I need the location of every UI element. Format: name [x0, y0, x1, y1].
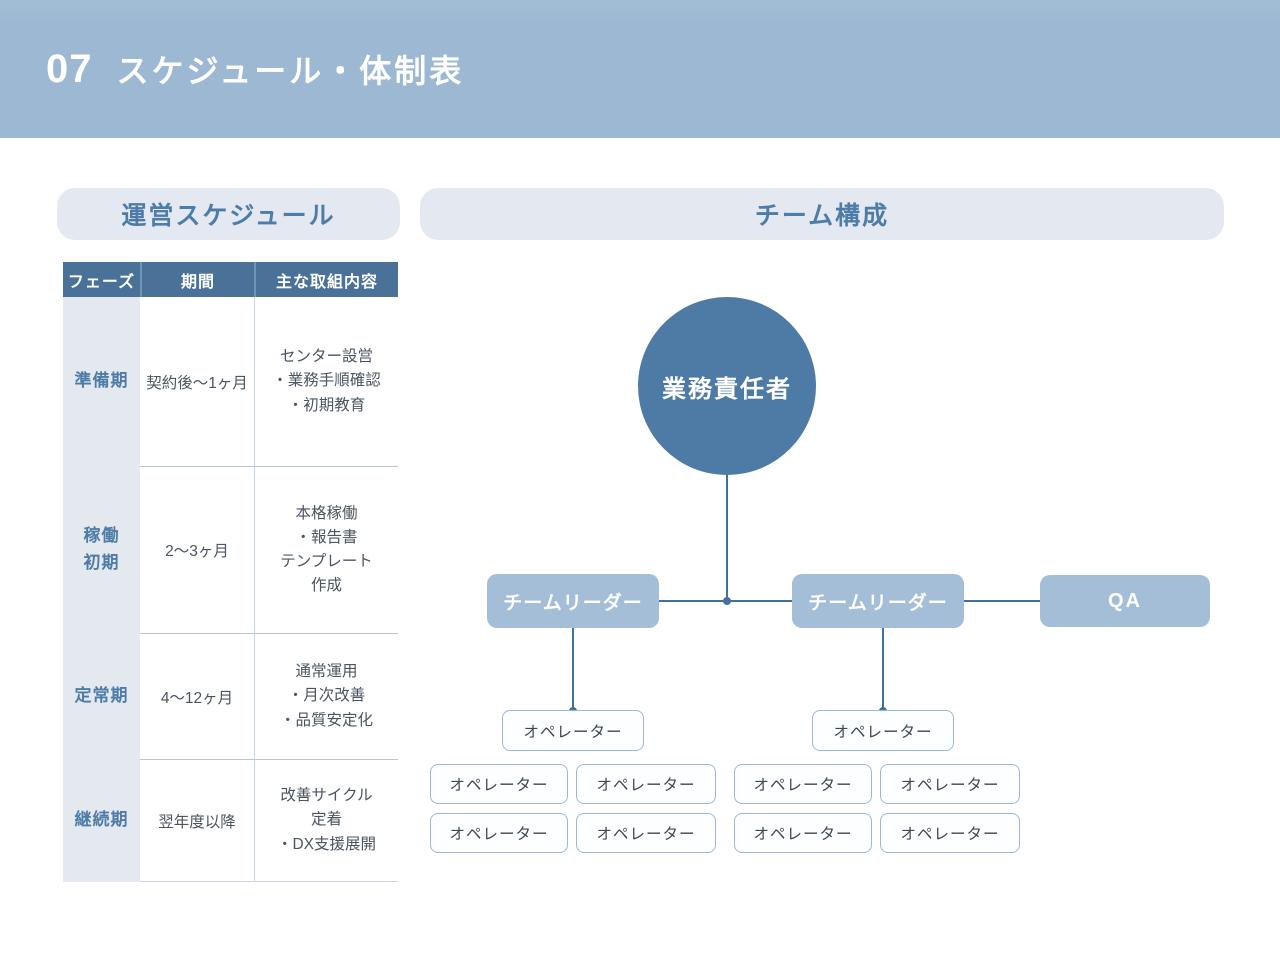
table-row-early-operation: 稼働 初期 2〜3ヶ月 本格稼働 ・報告書 テンプレート 作成 — [63, 466, 398, 633]
org-node-operator: オペレーター — [734, 764, 872, 804]
period-cell: 契約後〜1ヶ月 — [146, 374, 248, 392]
table-row-steady-state: 定常期 4〜12ヶ月 通常運用 ・月次改善 ・品質安定化 — [63, 633, 398, 759]
org-node-operator: オペレーター — [880, 813, 1020, 853]
org-node-operator: オペレーター — [880, 764, 1020, 804]
team-section-heading-label: チーム構成 — [754, 202, 890, 230]
org-node-operator: オペレーター — [430, 764, 568, 804]
org-node-operator-lead-2: オペレーター — [812, 710, 954, 751]
org-node-manager-label: 業務責任者 — [662, 375, 792, 403]
slide-number: 07 — [46, 46, 93, 91]
org-node-qa: QA — [1040, 575, 1210, 627]
column-header-period: 期間 — [140, 262, 254, 297]
phase-cell: 継続期 — [63, 759, 140, 882]
org-node-operator: オペレーター — [576, 813, 716, 853]
schedule-table: フェーズ 期間 主な取組内容 準備期 契約後〜1ヶ月 センター設営 ・業務手順確… — [63, 262, 398, 882]
period-cell: 2〜3ヶ月 — [140, 466, 254, 633]
schedule-table-header-row: フェーズ 期間 主な取組内容 — [63, 262, 398, 297]
period-cell: 翌年度以降 — [140, 759, 254, 882]
schedule-section-heading: 運営スケジュール — [57, 188, 400, 240]
org-node-team-leader-2: チームリーダー — [792, 574, 964, 628]
phase-cell: 準備期 — [63, 297, 140, 466]
connector-junction-dot — [723, 597, 731, 605]
slide-header-banner: 07 スケジュール・体制表 — [0, 0, 1280, 138]
column-header-phase: フェーズ — [63, 262, 140, 297]
org-node-team-leader-1: チームリーダー — [487, 574, 659, 628]
connector-manager-to-leaders — [726, 474, 728, 602]
tasks-cell: センター設営 ・業務手順確認 ・初期教育 — [254, 297, 398, 466]
table-row-continuation: 継続期 翌年度以降 改善サイクル 定着 ・DX支援展開 — [63, 759, 398, 882]
phase-cell: 稼働 初期 — [63, 466, 140, 633]
tasks-cell: 本格稼働 ・報告書 テンプレート 作成 — [254, 466, 398, 633]
column-header-tasks: 主な取組内容 — [254, 262, 398, 297]
team-section-heading: チーム構成 — [420, 188, 1224, 240]
tasks-cell: 改善サイクル 定着 ・DX支援展開 — [254, 759, 398, 882]
org-node-operator: オペレーター — [430, 813, 568, 853]
slide-title: スケジュール・体制表 — [116, 53, 465, 89]
connector-leader1-to-operator — [572, 628, 574, 712]
org-node-operator: オペレーター — [576, 764, 716, 804]
org-node-operator: オペレーター — [734, 813, 872, 853]
org-node-operator-lead-1: オペレーター — [502, 710, 644, 751]
period-cell: 4〜12ヶ月 — [140, 633, 254, 759]
team-leader-2-label: チームリーダー — [808, 592, 948, 614]
connector-leader2-to-operator — [882, 628, 884, 712]
team-leader-1-label: チームリーダー — [503, 592, 643, 614]
table-row-preparation: 準備期 契約後〜1ヶ月 センター設営 ・業務手順確認 ・初期教育 — [63, 297, 398, 466]
qa-label: QA — [1108, 589, 1142, 612]
phase-cell: 定常期 — [63, 633, 140, 759]
org-node-manager: 業務責任者 — [638, 297, 816, 475]
tasks-cell: 通常運用 ・月次改善 ・品質安定化 — [254, 633, 398, 759]
schedule-section-heading-label: 運営スケジュール — [121, 202, 336, 230]
